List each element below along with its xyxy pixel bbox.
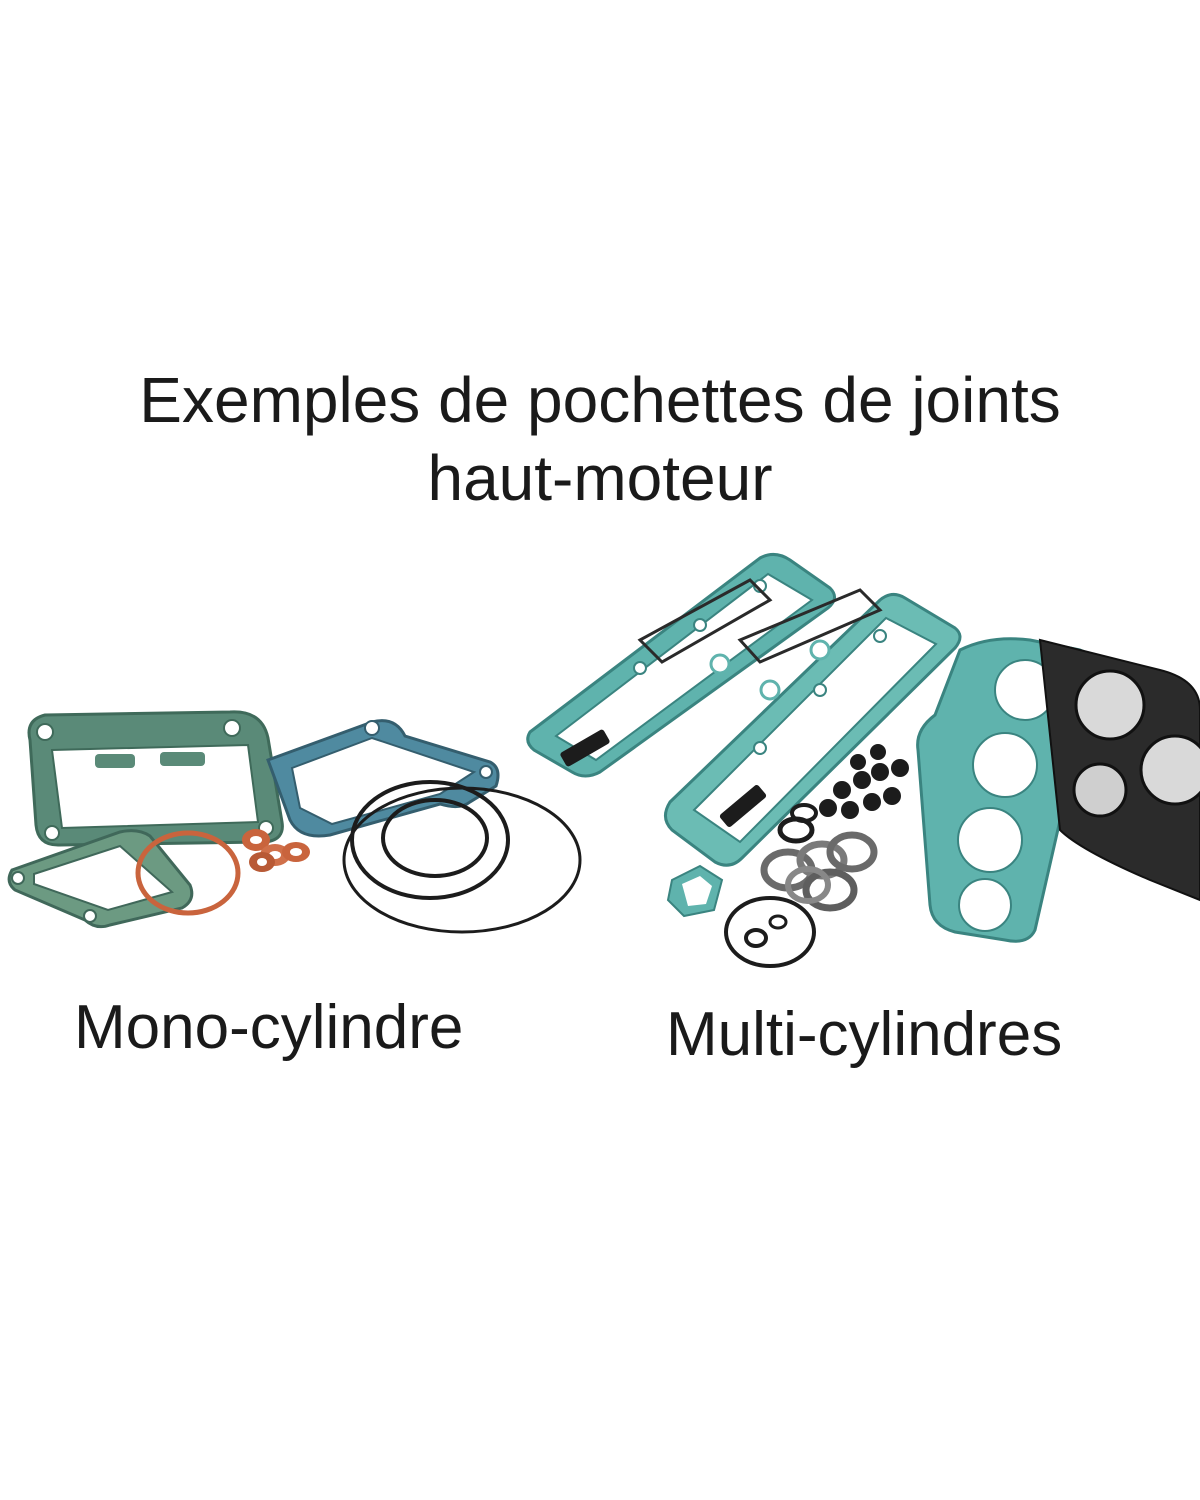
small-o-rings bbox=[724, 803, 818, 968]
multi-cylinder-gasket-kit bbox=[526, 553, 1200, 968]
heading-line-1: Exemples de pochettes de joints bbox=[139, 364, 1061, 436]
heading-line-2: haut-moteur bbox=[427, 442, 773, 514]
caption-multi-cylinder: Multi-cylindres bbox=[666, 1000, 1063, 1069]
copper-washers bbox=[242, 829, 310, 872]
spark-plug-well-gasket bbox=[637, 578, 883, 701]
o-rings bbox=[342, 780, 582, 934]
intake-manifold-rings bbox=[760, 831, 878, 912]
valve-stem-seals bbox=[819, 744, 909, 819]
exhaust-gasket bbox=[7, 829, 194, 929]
cylinder-head-gasket bbox=[266, 719, 500, 838]
mono-cylinder-gasket-kit bbox=[7, 710, 582, 934]
valve-cover-gasket-2 bbox=[664, 593, 962, 867]
copper-ring-large bbox=[135, 830, 241, 916]
gasket-kits-photo bbox=[7, 553, 1200, 968]
cylinder-head-gasket-metal bbox=[1038, 638, 1200, 902]
valve-cover-gasket-1 bbox=[526, 553, 836, 778]
cylinder-base-gasket bbox=[27, 710, 284, 847]
caption-mono-cylinder: Mono-cylindre bbox=[74, 993, 464, 1062]
small-teal-gasket bbox=[666, 864, 724, 918]
